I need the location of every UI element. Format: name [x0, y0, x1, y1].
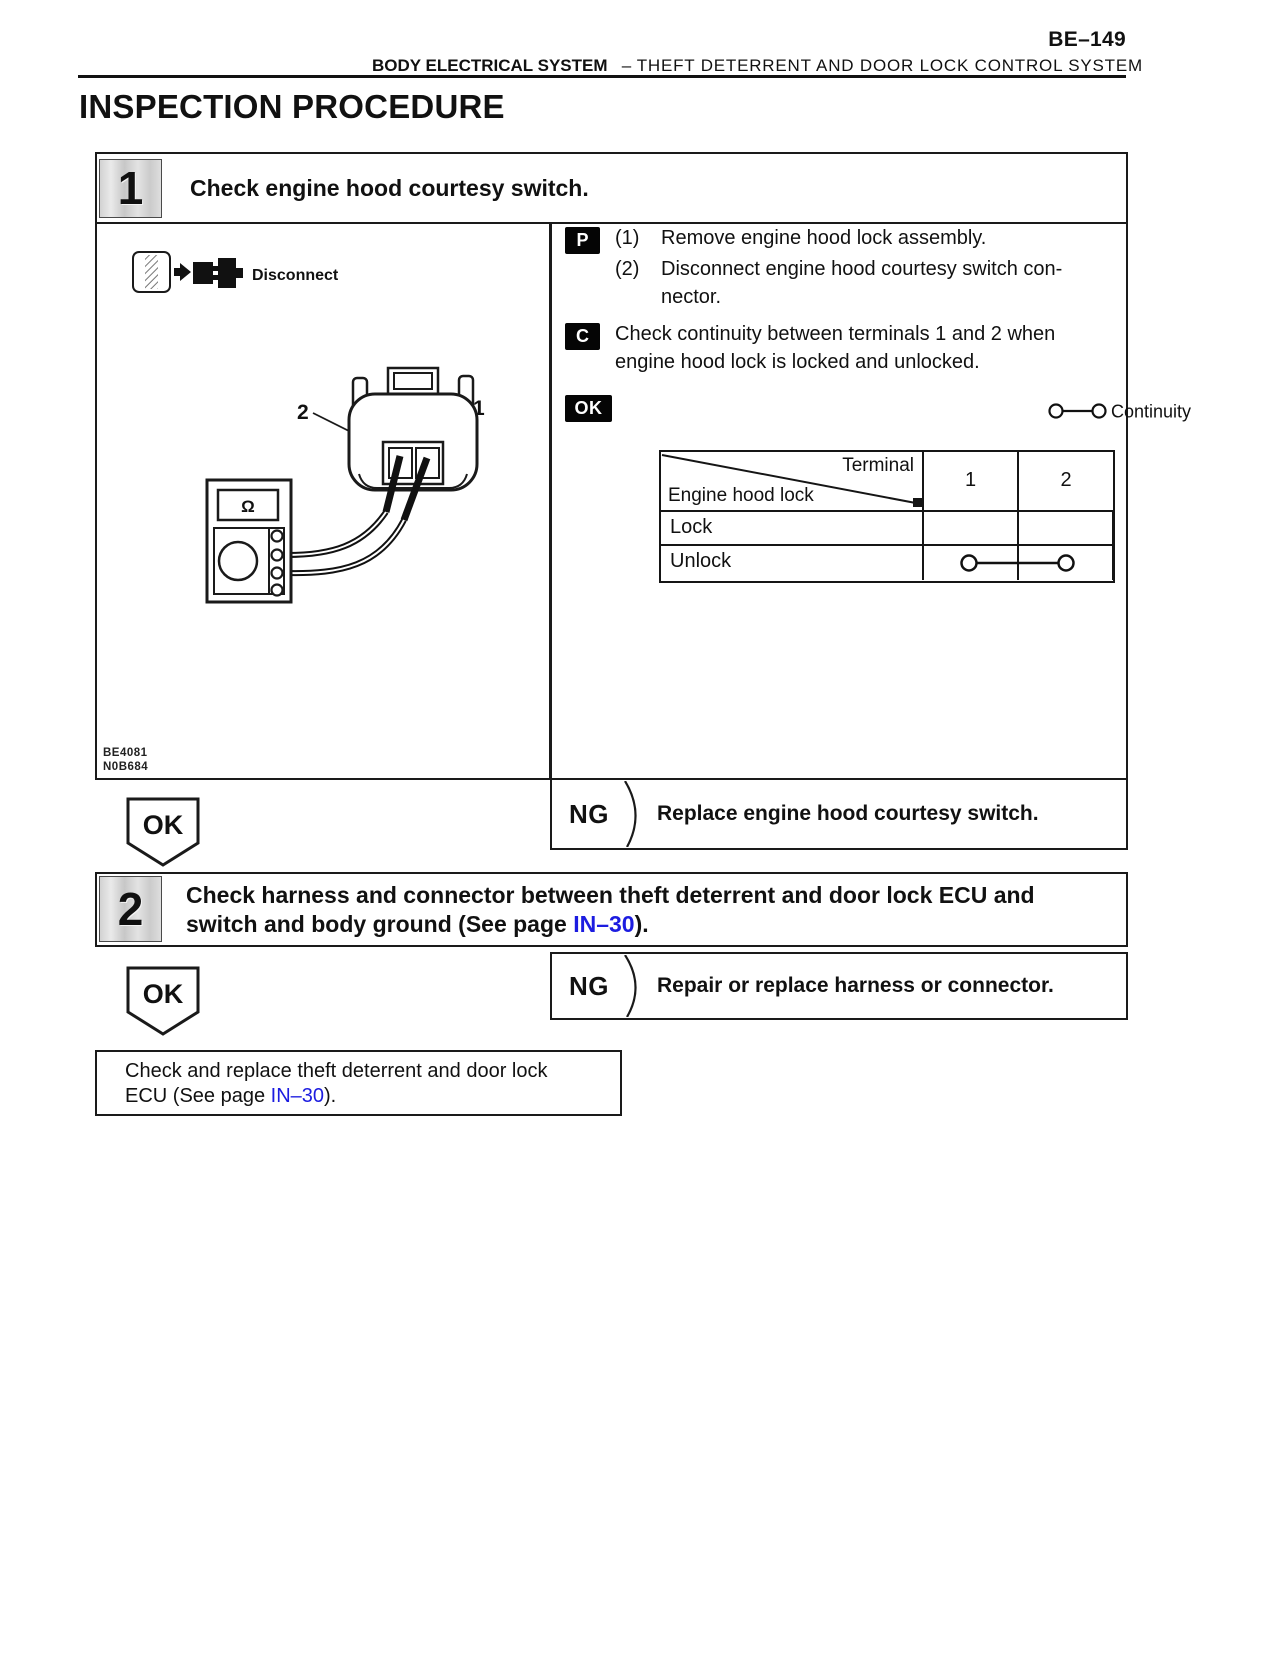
page-title: INSPECTION PROCEDURE [79, 88, 505, 125]
step1-header: 1 Check engine hood courtesy switch. [97, 154, 1126, 224]
table-corner-condition: Engine hood lock [668, 485, 814, 506]
ng-action: Repair or replace harness or connector. [657, 974, 1054, 997]
step1-title: Check engine hood courtesy switch. [190, 174, 589, 201]
step2-box: 2 Check harness and connector between th… [95, 872, 1128, 947]
continuity-table: Terminal Engine hood lock 1 2 Lock Unloc… [659, 450, 1115, 583]
terminal-2-label: 2 [297, 401, 309, 424]
connector-test-diagram: Disconnect 2 1 [103, 251, 485, 773]
row-label: Unlock [661, 546, 924, 580]
disconnect-icon [132, 251, 243, 293]
item-text: Remove engine hood lock assembly. [661, 227, 987, 249]
hood-switch-connector [347, 366, 479, 492]
continuity-legend: Continuity [1048, 402, 1191, 422]
step2-title-end: ). [634, 911, 649, 937]
table-col-2: 2 [1060, 469, 1072, 491]
table-cell [1019, 512, 1114, 544]
header-section: BODY ELECTRICAL SYSTEM [372, 56, 608, 75]
ok-arrow-label: OK [143, 810, 184, 840]
legend-label: Continuity [1111, 402, 1191, 422]
running-header: BODY ELECTRICAL SYSTEM – THEFT DETERRENT… [372, 56, 1143, 76]
ng-result-box: NG Replace engine hood courtesy switch. [550, 778, 1128, 850]
ok-arrow: OK [126, 966, 200, 1036]
ok-spec-badge: OK [565, 395, 612, 422]
step2-title-text: Check harness and connector between thef… [186, 882, 1035, 937]
check-badge: C [565, 323, 600, 350]
item-number: (2) [615, 258, 640, 280]
prepare-item-1: (1) Remove engine hood lock assembly. [615, 225, 1131, 253]
figure-code-1: BE4081 [103, 747, 148, 759]
final-text-end: ). [324, 1085, 337, 1107]
ng-bracket-icon [624, 955, 637, 1017]
diagonal-line [661, 454, 922, 507]
check-text: Check continuity between terminals 1 and… [615, 323, 1056, 373]
ng-action: Replace engine hood courtesy switch. [657, 802, 1039, 825]
table-col-1: 1 [924, 452, 1019, 510]
page-link[interactable]: IN–30 [270, 1085, 325, 1107]
item-text: Disconnect engine hood courtesy switch c… [661, 258, 1063, 308]
continuity-circle-icon [1048, 403, 1064, 419]
header-subsection: THEFT DETERRENT AND DOOR LOCK CONTROL SY… [636, 56, 1143, 75]
table-corner-terminal: Terminal [842, 455, 914, 476]
diagonal-header-cell: Terminal Engine hood lock [661, 452, 924, 510]
ng-label: NG [569, 970, 609, 1001]
header-separator [612, 56, 621, 75]
test-leads [286, 455, 431, 577]
ohm-symbol: Ω [241, 497, 255, 516]
disconnect-label: Disconnect [252, 267, 339, 284]
page-number: BE–149 [1048, 28, 1126, 51]
continuity-mark [960, 554, 1075, 572]
page-link[interactable]: IN–30 [573, 911, 635, 937]
final-action-text: Check and replace theft deterrent and do… [97, 1052, 587, 1109]
ohmmeter [205, 478, 293, 604]
header-dash: – [621, 56, 632, 75]
step2-number-badge: 2 [99, 876, 162, 942]
row-label: Lock [661, 512, 924, 544]
column-divider [549, 222, 552, 778]
step2-title: Check harness and connector between thef… [162, 874, 1046, 939]
prepare-item-2: (2) Disconnect engine hood courtesy swit… [615, 256, 1131, 311]
table-row: Unlock [661, 546, 1114, 580]
step1-number-badge: 1 [99, 158, 162, 218]
table-row: Lock [661, 512, 1114, 546]
final-text: Check and replace theft deterrent and do… [125, 1060, 548, 1107]
item-number: (1) [615, 227, 640, 249]
prepare-badge: P [565, 227, 600, 254]
ok-arrow-label: OK [143, 979, 184, 1009]
table-cell [924, 512, 1019, 544]
table-header-row: Terminal Engine hood lock 1 2 [661, 452, 1113, 512]
step1-box: 1 Check engine hood courtesy switch. [95, 152, 1191, 780]
figure-code-2: N0B684 [103, 761, 148, 773]
ok-arrow: OK [126, 797, 200, 867]
final-action-box: Check and replace theft deterrent and do… [95, 1050, 622, 1116]
ng-label: NG [569, 798, 609, 829]
table-cell [1019, 546, 1114, 580]
ng-bracket-icon [624, 781, 637, 847]
continuity-circle-icon [1091, 403, 1107, 419]
arrow-right-icon [174, 263, 191, 281]
header-rule [78, 75, 1126, 78]
ng-result-box: NG Repair or replace harness or connecto… [550, 952, 1128, 1020]
